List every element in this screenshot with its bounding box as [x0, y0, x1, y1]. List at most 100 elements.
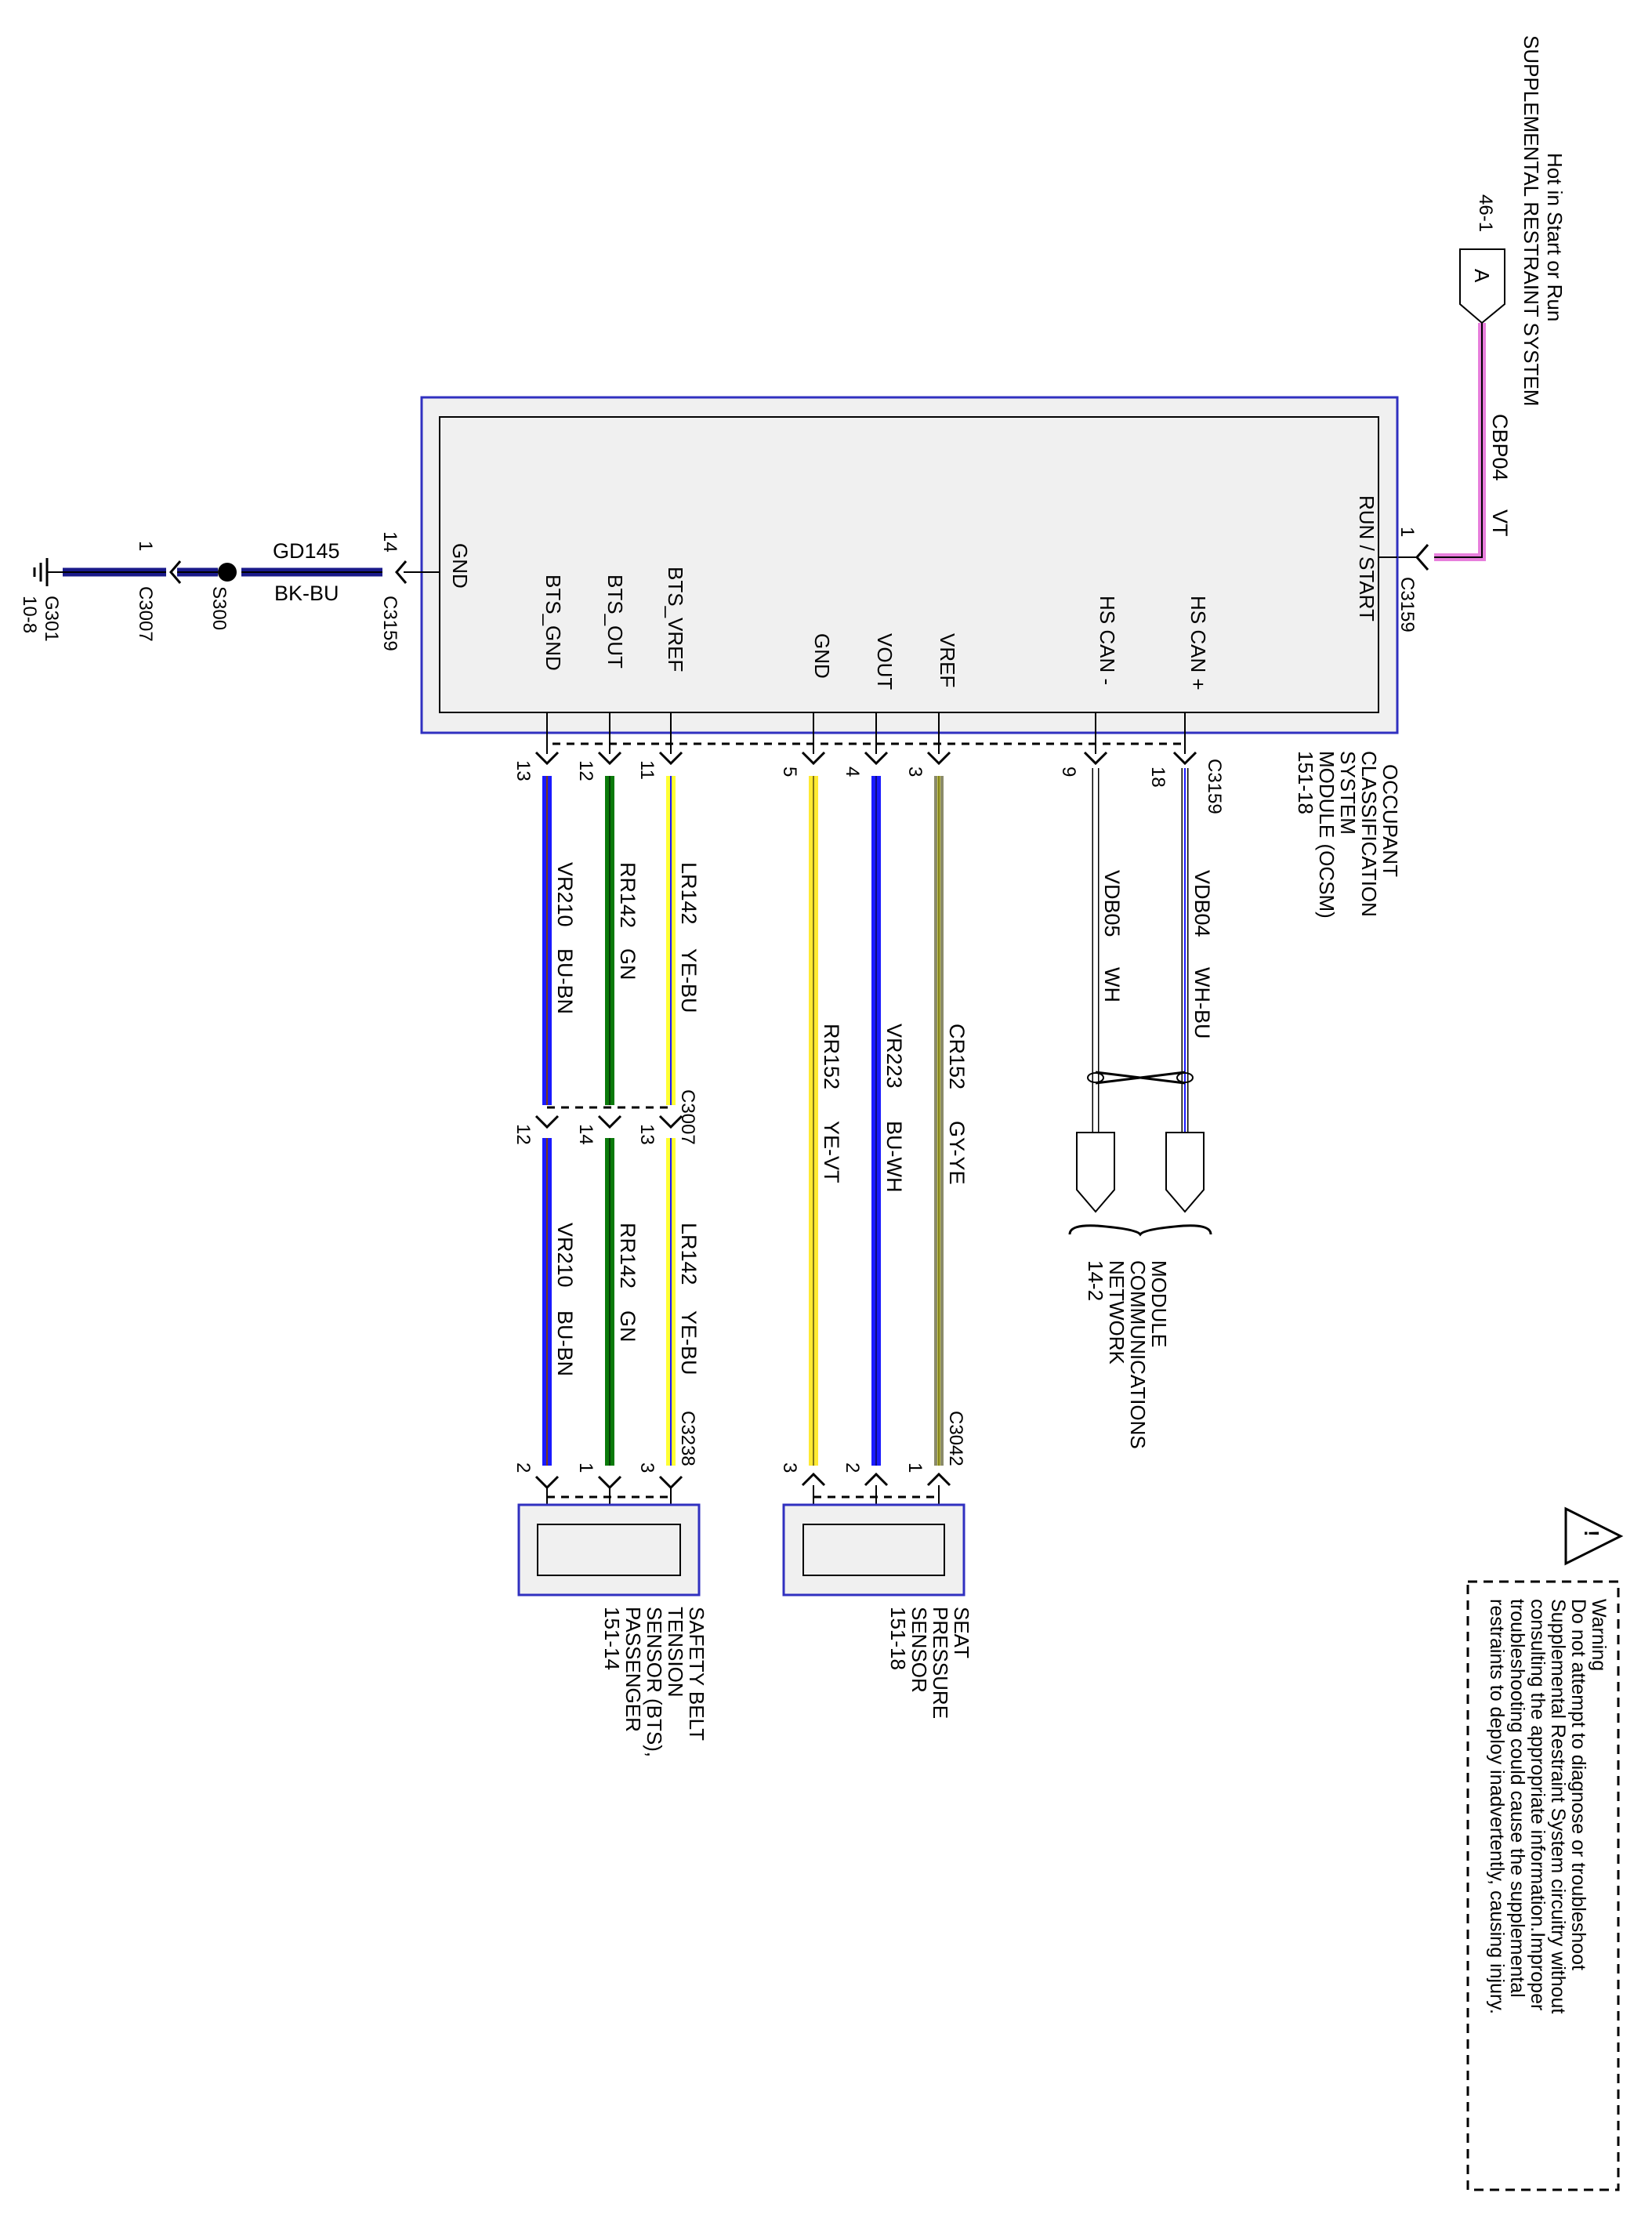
rr152-color: YE-VT — [820, 1121, 843, 1183]
network-line4: 14-2 — [1084, 1260, 1107, 1301]
lr142-pin-mid: 13 — [636, 1124, 658, 1145]
splice-s300: S300 — [208, 586, 230, 630]
c3238-label: C3238 — [677, 1411, 698, 1466]
cr152-pin-bottom: 1 — [904, 1462, 926, 1473]
vr210-color-2: BU-BN — [553, 1310, 577, 1376]
rr142-arrow-top-icon — [597, 751, 622, 766]
rr152-arrow-bottom-icon — [801, 1472, 826, 1487]
supply-wire-core — [1434, 323, 1483, 558]
rr142-code-1: RR142 — [616, 862, 639, 928]
pin-hs-can-plus: HS CAN + — [1186, 596, 1210, 690]
rr142-pin-mid: 14 — [575, 1124, 596, 1145]
lr142-color-2: YE-BU — [677, 1310, 701, 1375]
module-name-group: OCCUPANT CLASSIFICATION SYSTEM MODULE (O… — [1294, 751, 1402, 919]
lr142-code-1: LR142 — [677, 862, 701, 925]
vr223-pin-top: 4 — [842, 767, 863, 777]
can-minus-code: VDB05 — [1100, 870, 1124, 937]
supply-pin: 1 — [1397, 527, 1418, 537]
supply-group: Hot in Start or Run SUPPLEMENTAL RESTRAI… — [1378, 35, 1567, 632]
gnd-c3159: C3159 — [379, 596, 400, 651]
supply-line1: Hot in Start or Run — [1543, 153, 1567, 321]
network-brace-icon — [1068, 1224, 1212, 1237]
vr210-arrow-top-icon — [534, 751, 560, 766]
warning-symbol: ! — [1580, 1530, 1603, 1537]
cr152-pin-top: 3 — [904, 767, 926, 777]
seat-sensor-inner — [802, 1524, 945, 1576]
rr142-color-1: GN — [616, 948, 639, 980]
vr210-code-1: VR210 — [553, 862, 577, 927]
pin-bts-gnd: BTS_GND — [542, 574, 565, 671]
ground-group: 14 C3159 GD145 BK-BU S300 1 C3007 G301 1… — [19, 531, 440, 651]
supply-wire-color: VT — [1488, 509, 1512, 537]
vr223-arrow-bottom-icon — [864, 1472, 889, 1487]
module-name-line3: SYSTEM — [1336, 751, 1360, 835]
vr210-color-1: BU-BN — [553, 948, 577, 1014]
twisted-pair-icon — [1087, 1071, 1194, 1085]
c3042-label: C3042 — [945, 1411, 966, 1466]
vr210-pin-bottom: 2 — [513, 1462, 534, 1473]
cr152-color: GY-YE — [945, 1121, 969, 1185]
ground-id: G301 — [41, 596, 62, 642]
can-plus-arrow-icon — [1172, 751, 1197, 766]
lr142-pin-top: 11 — [636, 760, 658, 780]
module-name-line5: 151-18 — [1294, 751, 1317, 814]
gnd-arrow-icon — [395, 560, 408, 584]
supply-wire-code: CBP04 — [1488, 414, 1512, 481]
supply-connector: C3159 — [1397, 577, 1418, 632]
lr142-color-1: YE-BU — [677, 948, 701, 1013]
ground-ref: 10-8 — [19, 596, 40, 633]
vr210-code-2: VR210 — [553, 1223, 577, 1288]
seat-wires: 3 CR152 GY-YE 1 4 VR223 BU-WH 2 5 RR152 … — [779, 712, 973, 1719]
supply-ref: 46-1 — [1475, 194, 1496, 232]
vr210-arrow-bottom-icon — [534, 1475, 560, 1490]
network-line3: NETWORK — [1105, 1260, 1129, 1365]
vr223-code: VR223 — [882, 1024, 906, 1089]
supply-wire — [1434, 323, 1486, 561]
rr142-arrow-bottom-icon — [597, 1475, 622, 1490]
supply-line2: SUPPLEMENTAL RESTRAINT SYSTEM — [1520, 35, 1543, 406]
can-minus-color: WH — [1100, 967, 1124, 1002]
vr223-color: BU-WH — [882, 1121, 906, 1192]
rr142-code-2: RR142 — [616, 1223, 639, 1288]
rr142-color-2: GN — [616, 1310, 639, 1343]
c3159-bottom-connector: C3159 — [552, 742, 1225, 814]
cr152-arrow-bottom-icon — [926, 1472, 951, 1487]
cr152-arrow-top-icon — [926, 751, 951, 766]
rr152-arrow-top-icon — [801, 751, 826, 766]
bts-sensor-inner — [537, 1524, 681, 1576]
can-plus-color: WH-BU — [1190, 967, 1214, 1038]
vr210-pin-mid: 12 — [513, 1124, 534, 1145]
vr223-arrow-top-icon — [864, 751, 889, 766]
ground-symbol-icon — [33, 558, 49, 586]
lr142-arrow-bottom-icon — [658, 1475, 683, 1490]
network-line1: MODULE — [1147, 1260, 1171, 1347]
pin-gnd-2: GND — [810, 633, 834, 679]
bts-sensor-line2: TENSION — [664, 1607, 687, 1698]
warning-line1: Warning — [1588, 1599, 1610, 1671]
bts-sensor-line3: SENSOR (BTS), — [643, 1607, 666, 1757]
pin-bts-out: BTS_OUT — [603, 574, 627, 669]
splice-s300-icon — [218, 563, 237, 582]
supply-arrow-icon — [1415, 544, 1429, 571]
can-minus-pin: 9 — [1058, 767, 1079, 777]
can-minus-arrow-icon — [1083, 751, 1108, 766]
rr142-pin-bottom: 1 — [575, 1462, 596, 1473]
module-inner-box — [439, 416, 1379, 713]
vr223-pin-bottom: 2 — [842, 1462, 863, 1473]
rr152-pin-top: 5 — [779, 767, 800, 777]
gd145-code: GD145 — [273, 539, 340, 563]
vr210-pin-top: 13 — [513, 760, 534, 781]
module-name-line2: CLASSIFICATION — [1357, 751, 1381, 917]
ocsm-module: RUN / START HS CAN + HS CAN - VREF VOUT … — [420, 396, 1399, 734]
lr142-code-2: LR142 — [677, 1223, 701, 1285]
pin-run-start: RUN / START — [1355, 495, 1378, 622]
warning-line3: Supplemental Restraint System circuitry … — [1547, 1599, 1569, 2013]
rr152-code: RR152 — [820, 1024, 843, 1089]
warning-line2: Do not attempt to diagnose or troublesho… — [1567, 1599, 1589, 1970]
rr142-arrow-mid-icon — [597, 1114, 622, 1129]
warning-line5: troubleshooting could cause the suppleme… — [1506, 1599, 1528, 1998]
pin-gnd: GND — [448, 543, 472, 589]
gnd-pin1: 1 — [135, 541, 156, 551]
seat-sensor-line2: PRESSURE — [929, 1607, 952, 1719]
pin-vref: VREF — [936, 633, 959, 687]
